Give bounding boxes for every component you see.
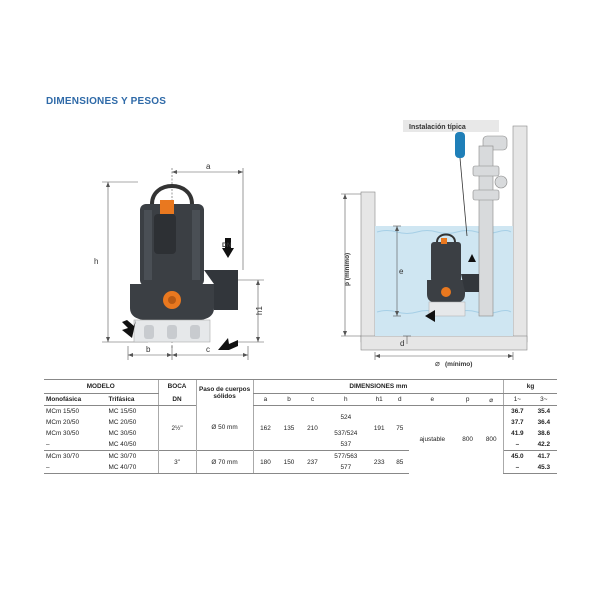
table-row: – MC 40/70 577 – 45.3: [44, 462, 557, 474]
cell-tri: MC 30/70: [106, 450, 158, 462]
cell-a: 180: [252, 450, 278, 474]
cell-b: 150: [277, 450, 301, 474]
cell-kg3: 35.4: [537, 408, 551, 415]
cell-kg3: 42.2: [537, 441, 551, 448]
cell-kg3: 36.4: [537, 419, 551, 426]
header-trifasica: Trifásica: [106, 393, 158, 406]
header-dim-h: h: [324, 393, 368, 406]
header-dim-c: c: [300, 393, 325, 406]
cell-h1: 233: [367, 450, 391, 474]
header-paso: Paso de cuerpos sólidos: [195, 379, 254, 406]
cell-kg1: –: [503, 462, 531, 474]
header-dim-diameter: ⌀: [479, 393, 504, 406]
cell-h: 537: [340, 441, 352, 448]
header-phase3: 3~: [530, 393, 557, 406]
cell-kg1: 45.0: [503, 450, 531, 462]
dim-label-h: h: [94, 257, 98, 266]
header-modelo: MODELO: [44, 379, 158, 394]
cell-p: 800: [462, 436, 473, 444]
header-dimensiones: DIMENSIONES mm: [252, 379, 504, 394]
header-dim-d: d: [390, 393, 409, 406]
cell-h: 537/524: [334, 430, 358, 437]
cell-h: 577/563: [324, 450, 368, 462]
cell-d: 85: [390, 450, 409, 474]
cell-mono: –: [44, 439, 107, 451]
cell-mono: MCm 30/50: [46, 430, 80, 437]
cell-kg3: 41.7: [530, 450, 557, 462]
cell-b: 135: [283, 424, 295, 432]
cell-tri: MC 40/50: [106, 439, 158, 451]
installation-label: Instalación típica: [409, 124, 466, 131]
cell-mono: MCm 30/70: [44, 450, 107, 462]
cell-kg1: 41.9: [503, 428, 531, 439]
dim-label-a: a: [206, 162, 211, 171]
cell-mono: MCm 20/50: [46, 419, 80, 426]
cell-kg1: –: [503, 439, 531, 451]
cell-boca: 2½": [157, 405, 197, 451]
table-row: MCm 30/70 MC 30/70 3" Ø 70 mm 180 150 23…: [44, 450, 557, 474]
cell-diameter: 800: [485, 436, 497, 444]
header-kg: kg: [503, 379, 557, 394]
cell-boca: 3": [157, 450, 197, 474]
table-row: MCm 15/50 MC 15/50 2½" Ø 50 mm 162 135 2…: [44, 405, 557, 451]
cell-d: 75: [396, 424, 404, 432]
header-dim-e: e: [408, 393, 456, 406]
cell-h: 524: [340, 413, 352, 421]
installation-diagram: Instalación típica: [341, 120, 528, 368]
cell-c: 210: [307, 424, 318, 432]
header-dn: DN: [157, 393, 197, 406]
table-row: MCm 30/50 MC 30/50 537/524 41.9 38.6: [44, 428, 557, 439]
header-phase1: 1~: [503, 393, 531, 406]
page-title: DIMENSIONES Y PESOS: [46, 96, 167, 107]
diameter-icon: ⌀: [435, 359, 440, 368]
dim-label-e: e: [399, 267, 404, 276]
cell-mono: –: [44, 462, 107, 474]
cell-paso: Ø 50 mm: [195, 405, 254, 451]
cell-a: 162: [252, 405, 278, 451]
cell-paso: Ø 70 mm: [195, 450, 254, 474]
header-dim-p: p: [455, 393, 480, 406]
dim-label-p: p (mínimo): [344, 253, 351, 286]
dim-label-c: c: [206, 345, 210, 354]
cell-mono: MCm 15/50: [46, 408, 80, 415]
cell-c: 237: [300, 450, 325, 474]
cell-tri: MC 40/70: [106, 462, 158, 474]
table-row: MCm 20/50 MC 20/50 37.7 36.4: [44, 417, 557, 428]
cell-h1: 191: [373, 424, 385, 432]
header-dim-h1: h1: [367, 393, 391, 406]
dim-label-d: d: [400, 339, 404, 348]
cell-kg1: 37.7: [503, 417, 531, 428]
dimensions-weights-table: MODELO BOCA Paso de cuerpos sólidos DIME…: [44, 379, 557, 474]
dim-label-dn: DN: [222, 242, 232, 249]
dim-label-b: b: [146, 345, 151, 354]
cell-kg3: 38.6: [537, 430, 551, 437]
pump-illustration: [130, 184, 238, 343]
cell-tri: MC 15/50: [108, 408, 137, 415]
header-monofasica: Monofásica: [44, 393, 107, 406]
pump-dimension-diagram: a h DN h1 b c: [94, 162, 264, 360]
cell-e: ajustable: [419, 436, 446, 444]
header-boca: BOCA: [157, 379, 197, 394]
header-dim-b: b: [277, 393, 301, 406]
flow-arrows: [122, 238, 238, 350]
cell-kg1: 36.7: [503, 405, 531, 417]
float-switch: [455, 132, 465, 158]
dim-label-h1: h1: [255, 306, 264, 315]
cell-tri: MC 30/50: [108, 430, 137, 437]
pump-in-tank: [427, 233, 479, 317]
dim-label-min: (mínimo): [445, 361, 472, 368]
header-dim-a: a: [252, 393, 278, 406]
cell-h: 577: [324, 462, 368, 474]
installation-label-box: [403, 120, 499, 132]
cell-kg3: 45.3: [530, 462, 557, 474]
cell-tri: MC 20/50: [108, 419, 137, 426]
